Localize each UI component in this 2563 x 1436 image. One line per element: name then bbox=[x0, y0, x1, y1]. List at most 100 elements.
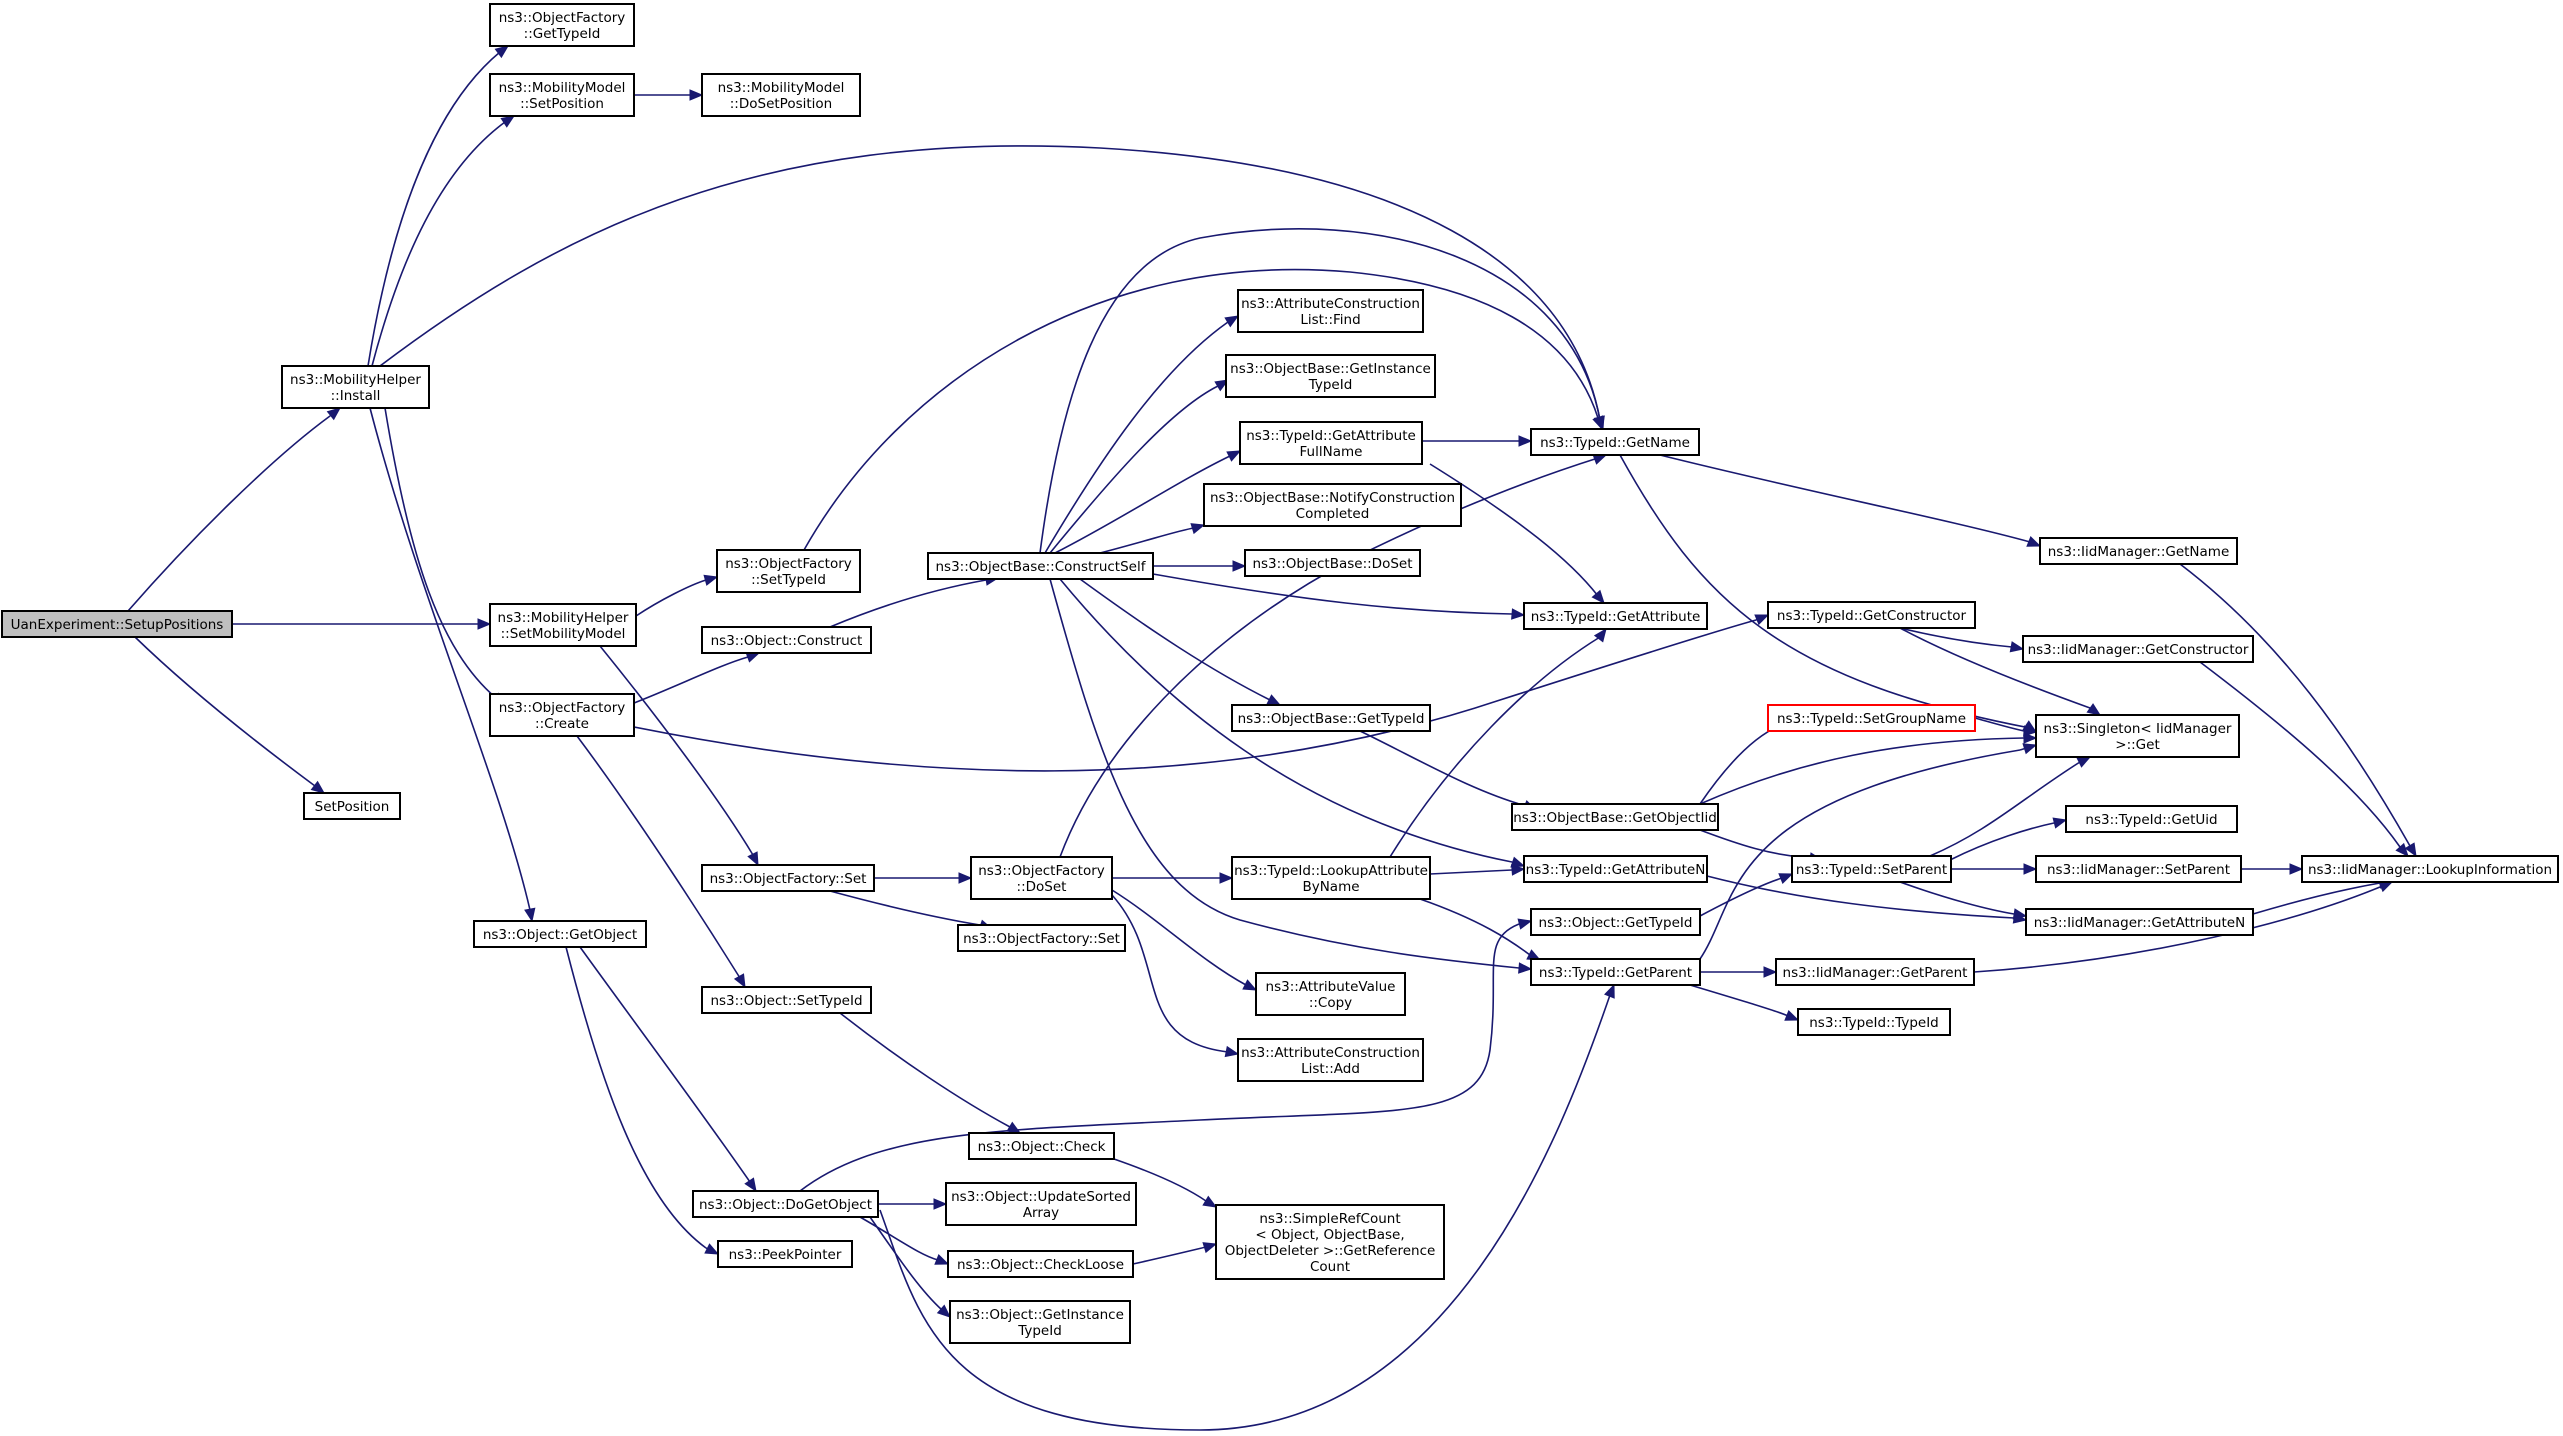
node-of-set1[interactable]: ns3::ObjectFactory::Set bbox=[701, 864, 875, 892]
node-label: ns3::MobilityModel bbox=[499, 80, 626, 96]
edge-arrowhead bbox=[1190, 523, 1206, 535]
node-tid-setgroupname[interactable]: ns3::TypeId::SetGroupName bbox=[1767, 704, 1976, 732]
node-setposition[interactable]: SetPosition bbox=[303, 792, 401, 820]
node-box bbox=[489, 3, 635, 47]
edge-arrowhead bbox=[689, 89, 704, 101]
edge-tid_lookupattribute-to-tid_getparent bbox=[1419, 898, 1542, 961]
node-obj-settypeid[interactable]: ns3::Object::SetTypeId bbox=[701, 986, 872, 1014]
node-setup-positions[interactable]: UanExperiment::SetupPositions bbox=[1, 610, 233, 638]
node-ob-doset[interactable]: ns3::ObjectBase::DoSet bbox=[1244, 549, 1421, 577]
node-mm-setposition[interactable]: ns3::MobilityModel::SetPosition bbox=[489, 73, 635, 117]
edge-line bbox=[1974, 717, 2025, 732]
node-label: ns3::Object::Construct bbox=[711, 633, 863, 649]
node-ob-gettypeid[interactable]: ns3::ObjectBase::GetTypeId bbox=[1231, 704, 1431, 732]
node-box bbox=[947, 1250, 1134, 1278]
edge-ob_gettypeid-to-ob_getobjectiid bbox=[1359, 730, 1538, 811]
node-label: ObjectDeleter >::GetReference bbox=[1225, 1243, 1436, 1259]
node-iid-getattributen[interactable]: ns3::IidManager::GetAttributeN bbox=[2025, 908, 2254, 936]
node-label: ns3::PeekPointer bbox=[729, 1247, 842, 1263]
node-tid-setparent[interactable]: ns3::TypeId::SetParent bbox=[1791, 855, 1952, 883]
edge-tid_setparent-to-singleton_get bbox=[1929, 756, 2092, 857]
edge-obj_dogetobject-to-obj_gettypeid bbox=[799, 918, 1533, 1192]
node-tid-getattribute[interactable]: ns3::TypeId::GetAttribute bbox=[1523, 602, 1708, 630]
edge-arrowhead bbox=[2023, 725, 2038, 737]
node-ob-constructself[interactable]: ns3::ObjectBase::ConstructSelf bbox=[927, 552, 1154, 580]
node-box bbox=[701, 73, 861, 117]
node-box bbox=[2035, 855, 2242, 883]
node-box bbox=[1511, 803, 1719, 831]
node-tid-typeid[interactable]: ns3::TypeId::TypeId bbox=[1797, 1008, 1951, 1036]
edge-arrowhead bbox=[1202, 1195, 1218, 1208]
node-of-create[interactable]: ns3::ObjectFactory::Create bbox=[489, 693, 635, 737]
node-peekpointer[interactable]: ns3::PeekPointer bbox=[717, 1240, 853, 1268]
node-obj-checkloose[interactable]: ns3::Object::CheckLoose bbox=[947, 1250, 1134, 1278]
edge-line bbox=[1699, 749, 2021, 960]
node-label: ns3::Object::SetTypeId bbox=[710, 993, 862, 1009]
edge-line bbox=[1699, 829, 1811, 859]
node-obj-getobject[interactable]: ns3::Object::GetObject bbox=[473, 920, 647, 948]
node-obj-dogetobject[interactable]: ns3::Object::DoGetObject bbox=[692, 1190, 879, 1218]
node-box bbox=[1231, 704, 1431, 732]
edge-arrowhead bbox=[2012, 912, 2028, 924]
node-label: List::Add bbox=[1301, 1061, 1360, 1077]
node-tid-getname[interactable]: ns3::TypeId::GetName bbox=[1530, 428, 1700, 456]
node-label: ns3::ObjectFactory::Set bbox=[710, 871, 867, 887]
node-iid-lookupinformation[interactable]: ns3::IidManager::LookupInformation bbox=[2301, 855, 2559, 883]
node-box bbox=[1215, 1204, 1445, 1280]
node-label: ns3::MobilityHelper bbox=[498, 610, 629, 626]
node-iid-getparent[interactable]: ns3::IidManager::GetParent bbox=[1775, 958, 1975, 986]
node-box bbox=[1530, 958, 1701, 986]
node-mm-dosetposition[interactable]: ns3::MobilityModel::DoSetPosition bbox=[701, 73, 861, 117]
node-mh-setmobilitymodel[interactable]: ns3::MobilityHelper::SetMobilityModel bbox=[489, 603, 637, 647]
edge-line bbox=[1389, 636, 1601, 858]
node-ob-notifyconstruction[interactable]: ns3::ObjectBase::NotifyConstructionCompl… bbox=[1203, 483, 1462, 527]
node-iid-getname[interactable]: ns3::IidManager::GetName bbox=[2039, 537, 2238, 565]
node-of-set2[interactable]: ns3::ObjectFactory::Set bbox=[957, 924, 1126, 952]
node-singleton-get[interactable]: ns3::Singleton< IidManager>::Get bbox=[2035, 714, 2240, 758]
node-box bbox=[489, 603, 637, 647]
node-of-settypeid[interactable]: ns3::ObjectFactory::SetTypeId bbox=[716, 549, 861, 593]
edge-arrowhead bbox=[1518, 435, 1533, 447]
edge-arrowhead bbox=[2022, 743, 2038, 755]
edge-line bbox=[1659, 454, 2031, 543]
edge-arrowhead bbox=[524, 907, 536, 923]
node-mh-install[interactable]: ns3::MobilityHelper::Install bbox=[281, 365, 430, 409]
edge-obj_settypeid-to-obj_check bbox=[839, 1012, 1022, 1134]
node-box bbox=[701, 626, 872, 654]
node-obj-check[interactable]: ns3::Object::Check bbox=[968, 1132, 1115, 1160]
edge-of_create-to-tid_getconstructor bbox=[633, 614, 1770, 772]
node-ob-getobjectiid[interactable]: ns3::ObjectBase::GetObjectIid bbox=[1511, 803, 1719, 831]
node-of-doset[interactable]: ns3::ObjectFactory::DoSet bbox=[970, 856, 1113, 900]
node-label: ns3::TypeId::SetParent bbox=[1796, 862, 1947, 878]
node-label: UanExperiment::SetupPositions bbox=[11, 617, 224, 633]
edge-ob_getobjectiid-to-singleton_get bbox=[1699, 732, 2038, 805]
edge-arrowhead bbox=[733, 973, 746, 989]
edge-line bbox=[2252, 882, 2381, 915]
node-tid-getuid[interactable]: ns3::TypeId::GetUid bbox=[2065, 805, 2238, 833]
node-tid-getattributen[interactable]: ns3::TypeId::GetAttributeN bbox=[1523, 855, 1708, 883]
node-label: ns3::TypeId::GetUid bbox=[2085, 812, 2217, 828]
edge-iid_getname-to-iid_lookupinformation bbox=[2179, 563, 2417, 858]
node-box bbox=[1767, 704, 1976, 732]
node-iid-setparent[interactable]: ns3::IidManager::SetParent bbox=[2035, 855, 2242, 883]
node-iid-getconstructor[interactable]: ns3::IidManager::GetConstructor bbox=[2022, 635, 2254, 663]
node-srcount[interactable]: ns3::SimpleRefCount< Object, ObjectBase,… bbox=[1215, 1204, 1445, 1280]
edge-tid_getconstructor-to-singleton_get bbox=[1899, 627, 2102, 716]
node-av-copy[interactable]: ns3::AttributeValue::Copy bbox=[1255, 972, 1406, 1016]
node-tid-getparent[interactable]: ns3::TypeId::GetParent bbox=[1530, 958, 1701, 986]
node-obj-construct[interactable]: ns3::Object::Construct bbox=[701, 626, 872, 654]
node-label: ns3::AttributeConstruction bbox=[1241, 296, 1420, 312]
edge-arrowhead bbox=[2289, 863, 2304, 875]
node-of-gettypeid[interactable]: ns3::ObjectFactory::GetTypeId bbox=[489, 3, 635, 47]
node-tid-getconstructor[interactable]: ns3::TypeId::GetConstructor bbox=[1767, 601, 1976, 629]
edge-arrowhead bbox=[2009, 641, 2025, 653]
edge-mh_install-to-obj_getobject bbox=[369, 407, 536, 923]
node-obj-gettypeid[interactable]: ns3::Object::GetTypeId bbox=[1530, 908, 1701, 936]
